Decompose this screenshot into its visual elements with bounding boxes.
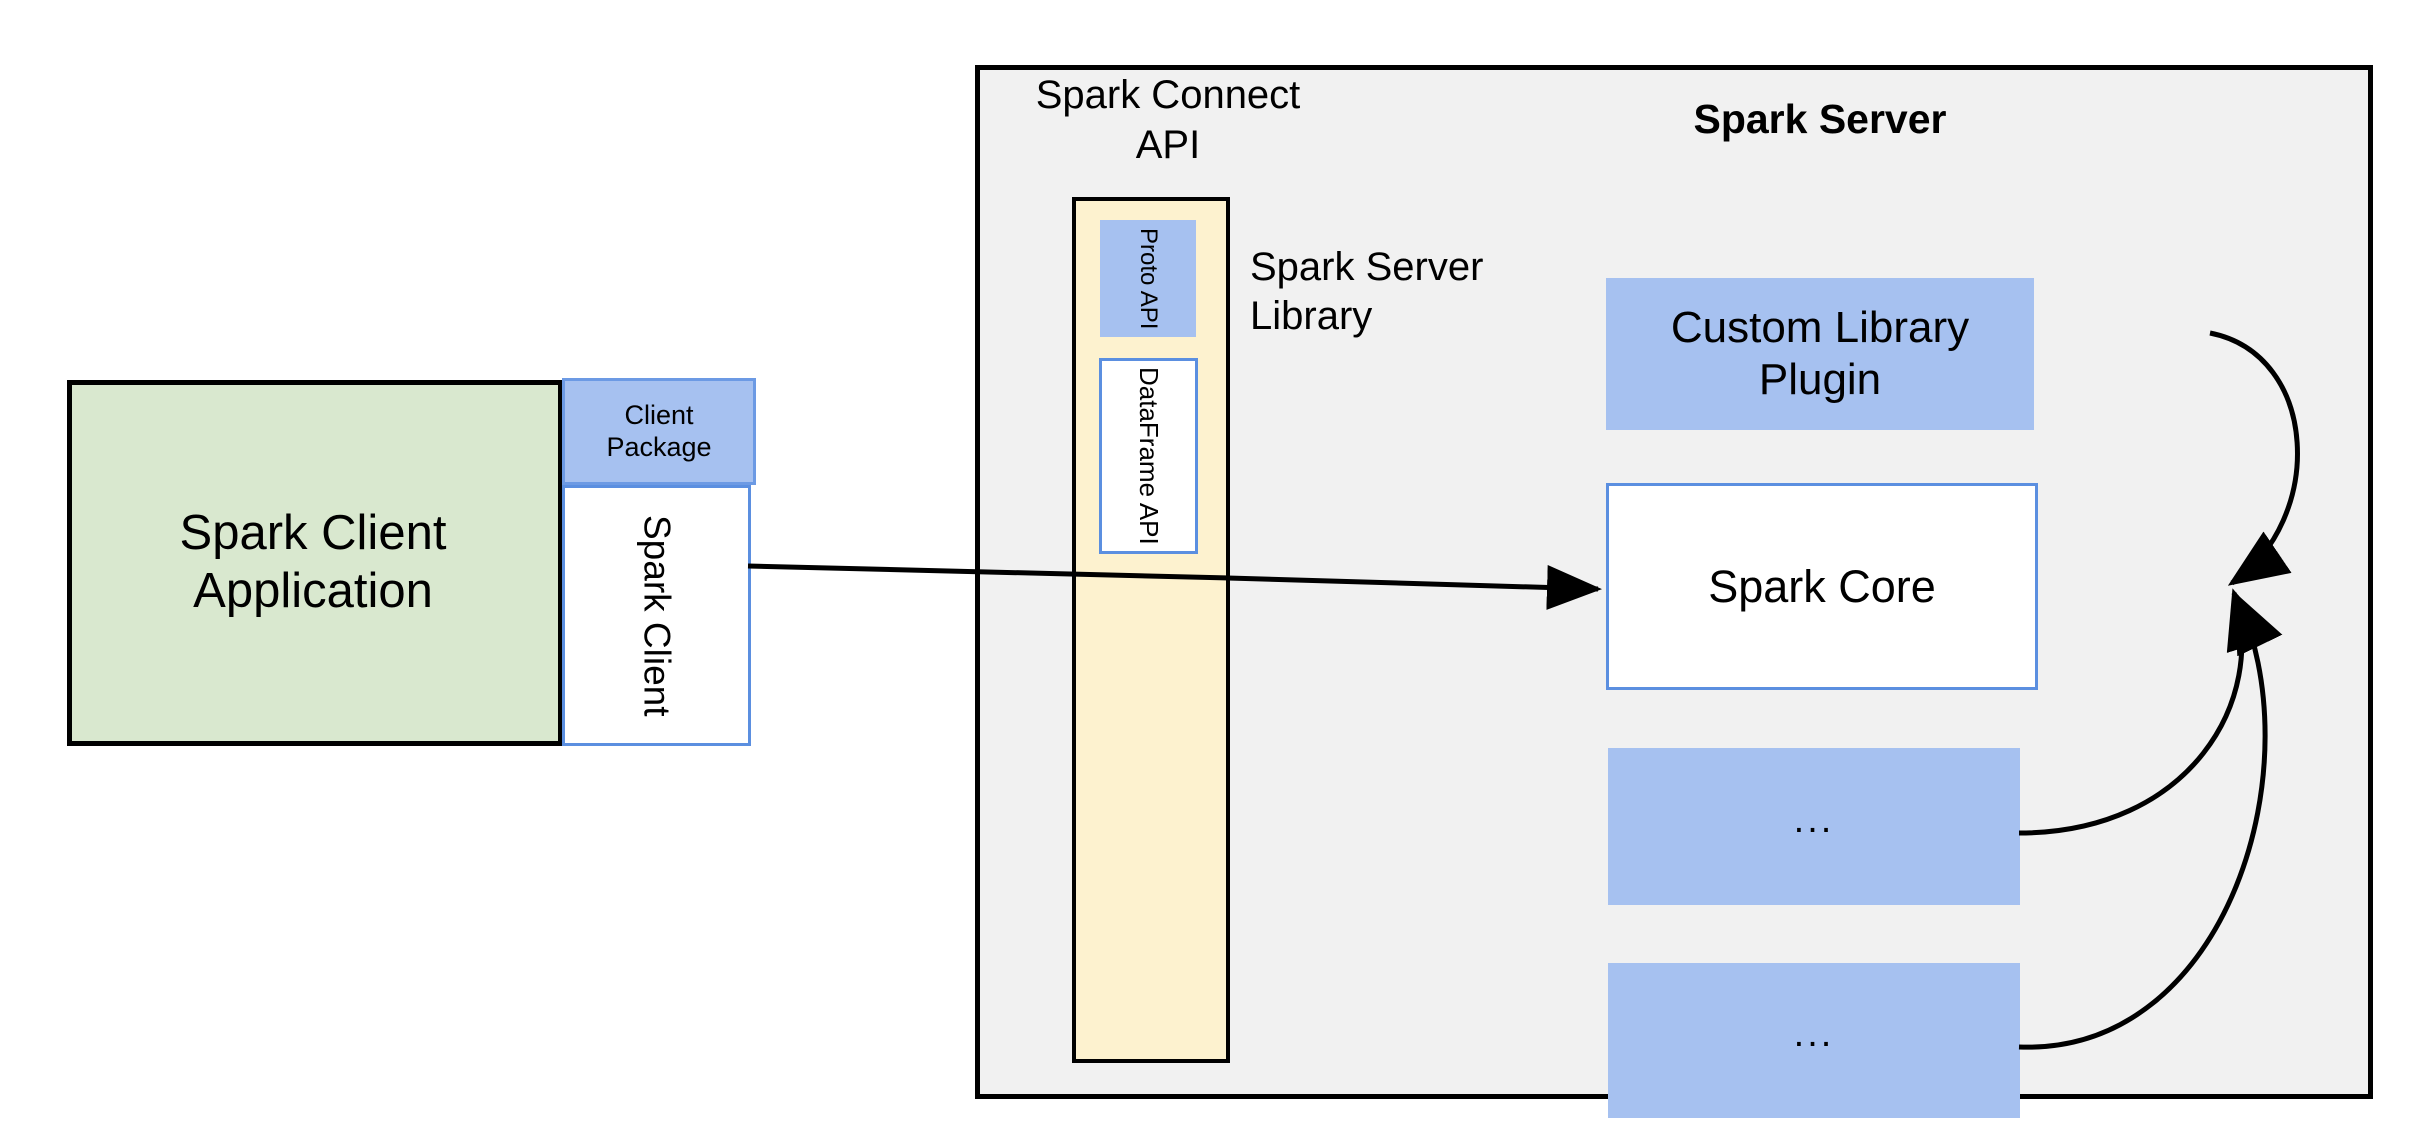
spark-core-box[interactable]: Spark Core	[1606, 483, 2038, 690]
spark-client-label: Spark Client	[636, 514, 678, 717]
client-package-label: Client Package	[606, 399, 712, 462]
spark-connect-api-label: Spark Connect API	[1035, 73, 1301, 167]
server-component-ellipsis-box-1[interactable]: ...	[1608, 748, 2020, 905]
spark-client-box[interactable]: Spark Client	[562, 485, 751, 746]
spark-client-application-box[interactable]: Spark Client Application	[67, 380, 563, 746]
proto-api-box[interactable]: Proto API	[1100, 220, 1196, 337]
server-component-ellipsis-box-2[interactable]: ...	[1608, 963, 2020, 1118]
proto-api-label: Proto API	[1135, 227, 1163, 330]
spark-client-application-label: Spark Client Application	[179, 506, 447, 618]
server-component-ellipsis-label-2: ...	[1793, 1013, 1835, 1056]
custom-library-plugin-box[interactable]: Custom Library Plugin	[1606, 278, 2034, 430]
spark-connect-api-column[interactable]	[1072, 197, 1230, 1063]
server-component-ellipsis-label-1: ...	[1793, 799, 1835, 842]
spark-server-title: Spark Server	[1693, 96, 1947, 142]
dataframe-api-label: DataFrame API	[1133, 367, 1164, 545]
client-package-box[interactable]: Client Package	[562, 378, 756, 485]
dataframe-api-box[interactable]: DataFrame API	[1099, 358, 1198, 554]
spark-core-label: Spark Core	[1708, 560, 1936, 612]
spark-server-library-label: Spark Server Library	[1250, 245, 1484, 338]
custom-library-plugin-label: Custom Library Plugin	[1670, 303, 1970, 404]
